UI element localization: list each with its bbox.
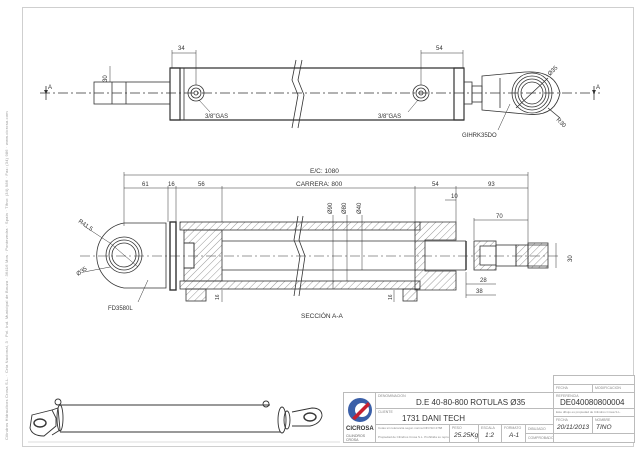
format-cell: FORMATO A-1 xyxy=(501,424,526,443)
blank-cell xyxy=(553,433,635,443)
drawn-label: DIBUJADO xyxy=(528,427,546,431)
name-label: NOMBRE xyxy=(595,418,611,422)
format-label: FORMATO xyxy=(504,426,522,430)
dim-61: 61 xyxy=(142,182,149,188)
notice-text: Este dibujo es propiedad de Cilindros Cr… xyxy=(556,410,621,414)
dim-port-h-right: 16 xyxy=(388,294,394,300)
clevis-dia: Ø35 xyxy=(76,266,89,278)
eye-dia-label: Ø35 xyxy=(547,65,560,78)
date-label: FECHA xyxy=(556,418,568,422)
dim-56: 56 xyxy=(198,182,205,188)
dia-90: Ø90 xyxy=(328,202,334,214)
dim-port-h-left: 16 xyxy=(215,294,221,300)
name-cell: NOMBRE TINO xyxy=(592,416,635,434)
dim-10: 10 xyxy=(451,194,458,200)
eye-radius-label: R30 xyxy=(555,117,567,129)
dim-30: 30 xyxy=(568,255,574,262)
dim-28: 28 xyxy=(480,278,487,284)
section-marker-right: A xyxy=(596,85,600,91)
date-cell: FECHA 20/11/2013 xyxy=(553,416,593,434)
designation-cell: DENOMINACION D.E 40-80-800 ROTULAS Ø35 xyxy=(375,392,554,409)
notes-cell: Cotas sin tolerancia segun norma DIN ISO… xyxy=(375,424,459,443)
dim-port-left: 34 xyxy=(178,46,185,52)
note-line-1: Cotas sin tolerancia segun norma DIN ISO… xyxy=(378,426,443,430)
isometric-view xyxy=(28,398,340,443)
designation-label: DENOMINACION xyxy=(378,394,406,398)
note-line-2: Propiedad de Cilindros Crosa S.L. Prohib… xyxy=(378,435,460,439)
dim-port-right: 54 xyxy=(436,46,443,52)
scale-cell: ESCALA 1:2 xyxy=(478,424,502,443)
designation-value: D.E 40-80-800 ROTULAS Ø35 xyxy=(416,398,526,407)
scale-label: ESCALA xyxy=(481,426,495,430)
top-view: A A 34 54 30 3/8"GAS 3/8"GAS GIHRK35DO Ø… xyxy=(40,46,600,139)
dim-rod-dia: 30 xyxy=(103,75,109,82)
dia-80: Ø80 xyxy=(342,202,348,214)
date-value: 20/11/2013 xyxy=(557,424,590,431)
rod-end-part-label: GIHRK35DO xyxy=(462,133,497,139)
logo-cell: CICROSA CILINDROS CROSA xyxy=(343,392,376,443)
rev-desc-label: MODIFICACION xyxy=(595,386,621,390)
weight-cell: PESO 25.25Kg xyxy=(449,424,479,443)
company-subtitle: CILINDROS CROSA xyxy=(346,434,366,442)
dim-38: 38 xyxy=(476,289,483,295)
reference-label: REFERENCIA xyxy=(556,394,579,398)
reference-code: DE040080800004 xyxy=(560,398,625,407)
port-left-label: 3/8"GAS xyxy=(205,114,228,120)
company-name: CICROSA xyxy=(346,426,374,432)
client-cell: CLIENTE 1731 DANI TECH xyxy=(375,408,554,425)
checked-cell: COMPROBADO xyxy=(525,433,554,443)
format-value: A-1 xyxy=(509,432,520,439)
reference-cell: REFERENCIA DE040080800004 xyxy=(553,392,635,409)
port-right-label: 3/8"GAS xyxy=(378,114,401,120)
dim-70: 70 xyxy=(496,214,503,220)
weight-label: PESO xyxy=(452,426,462,430)
company-logo-icon xyxy=(348,398,372,422)
section-title: SECCIÓN A-A xyxy=(301,311,344,320)
section-view: E/C: 1080 CARRERA: 800 61 16 56 54 93 10… xyxy=(76,168,574,320)
dim-stroke: CARRERA: 800 xyxy=(296,181,343,188)
checked-label: COMPROBADO xyxy=(528,436,554,440)
dim-54: 54 xyxy=(432,182,439,188)
client-label: CLIENTE xyxy=(378,410,393,414)
dia-40: Ø40 xyxy=(357,202,363,214)
scale-value: 1:2 xyxy=(485,432,495,439)
name-value: TINO xyxy=(596,424,612,431)
client-value: 1731 DANI TECH xyxy=(402,414,465,423)
dim-ec: E/C: 1080 xyxy=(310,168,339,175)
rev-date-label: FECHA xyxy=(556,386,568,390)
weight-value: 25.25Kg xyxy=(454,432,479,439)
dim-16: 16 xyxy=(168,182,175,188)
section-marker-left: A xyxy=(48,85,52,91)
clevis-part: FD3580L xyxy=(108,306,133,312)
title-block: FECHA MODIFICACION CICROSA CILINDROS CRO… xyxy=(343,375,635,445)
dim-93: 93 xyxy=(488,182,495,188)
